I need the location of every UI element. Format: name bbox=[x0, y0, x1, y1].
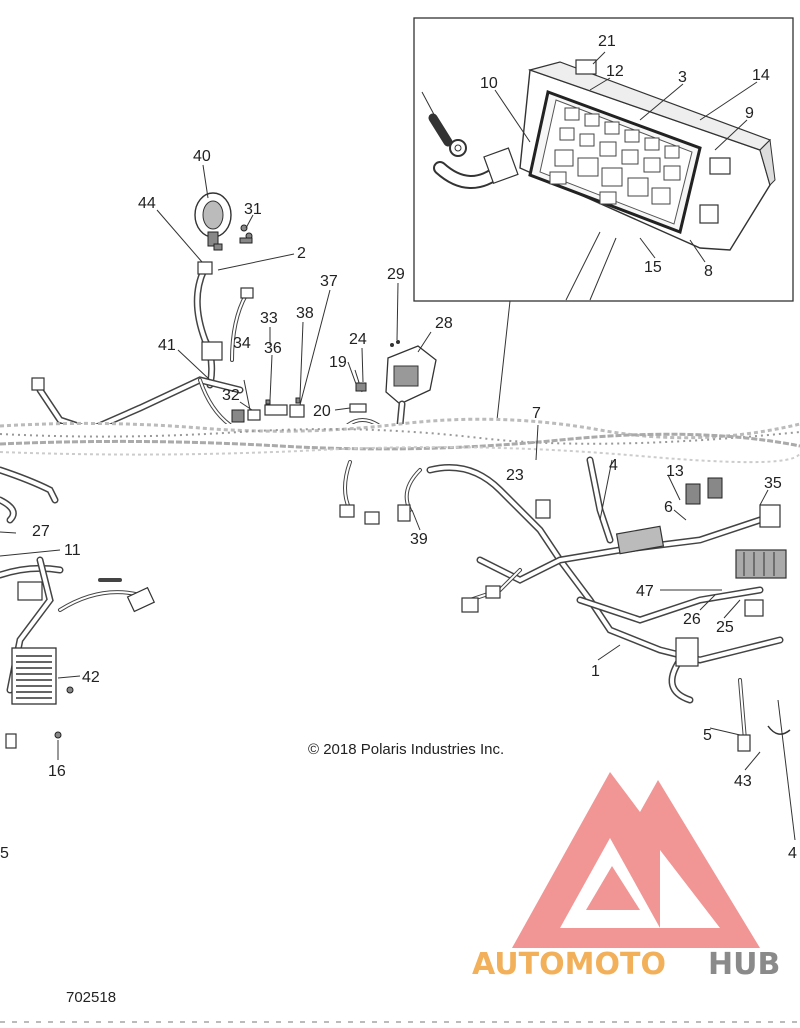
callout-44: 44 bbox=[138, 195, 156, 212]
callout-11: 11 bbox=[64, 542, 81, 559]
callout-27: 27 bbox=[32, 523, 50, 540]
main-harness-section bbox=[339, 424, 796, 841]
callout-32: 32 bbox=[222, 387, 240, 404]
callout-35: 35 bbox=[764, 475, 782, 492]
fuse-box-inset bbox=[413, 17, 794, 421]
callout-38: 38 bbox=[296, 305, 314, 322]
callout-15: 15 bbox=[644, 259, 662, 276]
drawing-number: 702518 bbox=[66, 989, 116, 1006]
callout-21: 21 bbox=[598, 33, 616, 50]
callout-34: 34 bbox=[233, 335, 251, 352]
callout-labels: 21 12 3 14 10 9 15 8 40 44 31 2 37 29 33… bbox=[0, 33, 797, 862]
callout-40: 40 bbox=[193, 148, 211, 165]
callout-1: 1 bbox=[591, 663, 600, 680]
watermark-text-hub: HUB bbox=[708, 947, 780, 982]
callout-2: 2 bbox=[297, 245, 306, 262]
callout-10: 10 bbox=[480, 75, 498, 92]
copyright-text: © 2018 Polaris Industries Inc. bbox=[308, 741, 504, 758]
callout-4: 4 bbox=[609, 457, 618, 474]
callout-8: 8 bbox=[704, 263, 713, 280]
callout-33: 33 bbox=[260, 310, 278, 327]
callout-13: 13 bbox=[666, 463, 684, 480]
callout-5: 5 bbox=[703, 727, 712, 744]
watermark-logo: AUTOMOTO HUB bbox=[472, 772, 780, 982]
watermark-text-automoto: AUTOMOTO bbox=[472, 947, 666, 982]
callout-42: 42 bbox=[82, 669, 100, 686]
callout-7: 7 bbox=[532, 405, 541, 422]
callout-19: 19 bbox=[329, 354, 347, 371]
callout-6: 6 bbox=[664, 499, 673, 516]
callout-31: 31 bbox=[244, 201, 262, 218]
callout-47: 47 bbox=[636, 583, 654, 600]
lower-left-harness-section bbox=[0, 466, 156, 760]
callout-12: 12 bbox=[606, 63, 624, 80]
callout-23: 23 bbox=[506, 467, 524, 484]
callout-26: 26 bbox=[683, 611, 701, 628]
callout-9: 9 bbox=[745, 105, 754, 122]
callout-43: 43 bbox=[734, 773, 752, 790]
callout-16: 16 bbox=[48, 763, 66, 780]
callout-14: 14 bbox=[752, 67, 770, 84]
callout-3: 3 bbox=[678, 69, 687, 86]
break-band bbox=[0, 417, 800, 464]
callout-41: 41 bbox=[158, 337, 176, 354]
upper-harness-section bbox=[31, 164, 437, 434]
callout-25: 25 bbox=[716, 619, 734, 636]
callout-37: 37 bbox=[320, 273, 338, 290]
callout-24: 24 bbox=[349, 331, 367, 348]
callout-5-edge: 5 bbox=[0, 845, 9, 862]
callout-4-edge: 4 bbox=[788, 845, 797, 862]
callout-29: 29 bbox=[387, 266, 405, 283]
callout-20: 20 bbox=[313, 403, 331, 420]
callout-39: 39 bbox=[410, 531, 428, 548]
callout-36: 36 bbox=[264, 340, 282, 357]
callout-28: 28 bbox=[435, 315, 453, 332]
